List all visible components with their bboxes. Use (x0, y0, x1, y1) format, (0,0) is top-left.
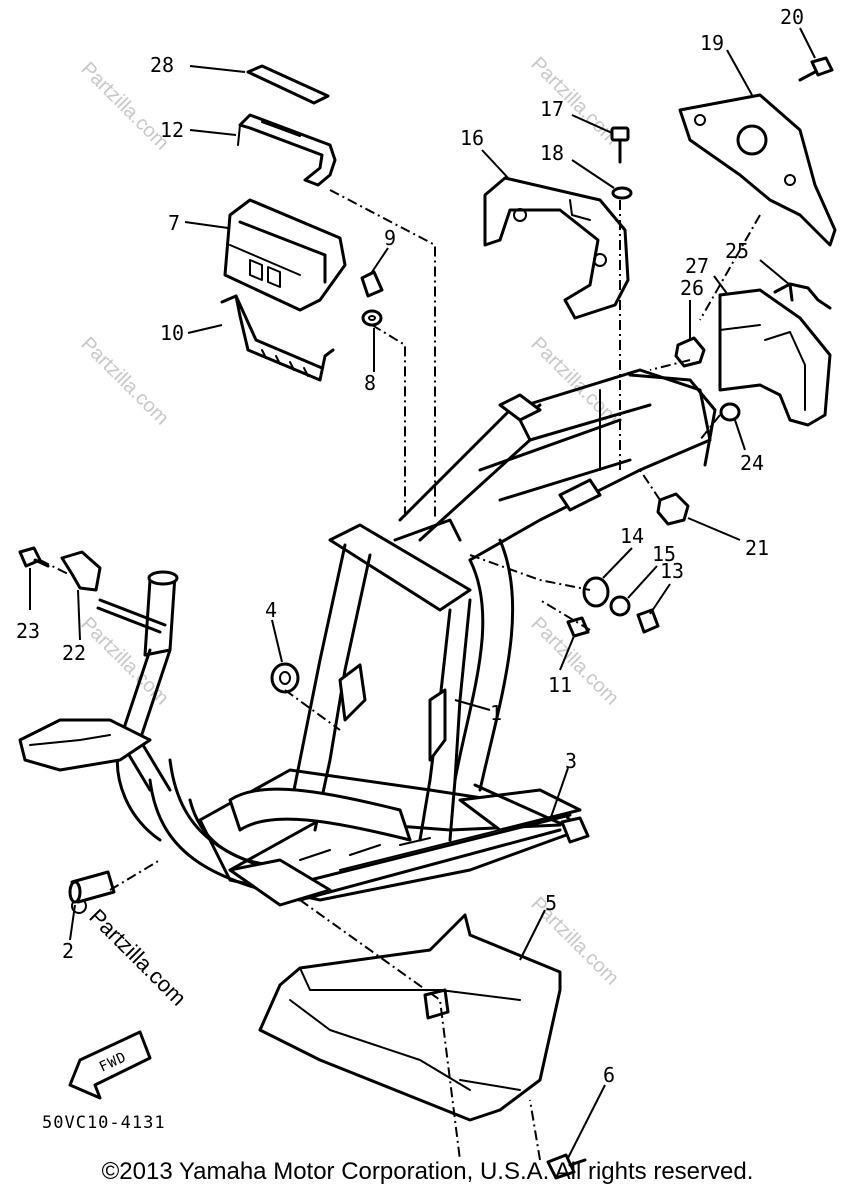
part-26-nut (674, 336, 706, 368)
label-19: 19 (700, 31, 724, 55)
drawing-code: 50VC10-4131 (42, 1113, 166, 1133)
part-25-bracket (773, 282, 832, 310)
part-23-bolt (18, 546, 50, 568)
label-9: 9 (384, 226, 396, 250)
part-15-washer (609, 595, 631, 617)
label-2: 2 (62, 939, 74, 963)
label-7: 7 (168, 211, 180, 235)
watermark-7: Partzilla.com (84, 904, 191, 1011)
label-22: 22 (62, 641, 86, 665)
part-22-bracket (60, 550, 102, 592)
forward-arrow: FWD (68, 1030, 152, 1100)
part-number-labels: 1 2 3 4 5 6 7 8 9 10 11 12 13 14 15 16 1… (16, 5, 804, 1087)
label-28: 28 (150, 53, 174, 77)
part-20-bolt (798, 56, 834, 82)
label-27: 27 (685, 254, 709, 278)
label-5: 5 (545, 891, 557, 915)
part-12-bracket (237, 113, 337, 187)
label-15: 15 (652, 542, 676, 566)
copyright-notice: ©2013 Yamaha Motor Corporation, U.S.A. A… (101, 1158, 754, 1185)
label-26: 26 (680, 276, 704, 300)
label-14: 14 (620, 524, 644, 548)
label-24: 24 (740, 451, 764, 475)
label-3: 3 (565, 749, 577, 773)
leader-lines (39, 189, 761, 1161)
label-11: 11 (548, 673, 572, 697)
label-18: 18 (540, 141, 564, 165)
part-24-collar (719, 402, 741, 422)
part-4-grommet (270, 662, 300, 694)
part-28-strip (246, 64, 330, 105)
part-17-bolt (610, 126, 630, 164)
part-1-main-frame (18, 368, 717, 907)
label-6: 6 (603, 1063, 615, 1087)
part-3-bolt (473, 783, 590, 844)
part-16-bracket (483, 176, 630, 320)
label-17: 17 (540, 97, 564, 121)
label-1: 1 (490, 701, 502, 725)
label-4: 4 (265, 598, 277, 622)
label-10: 10 (160, 321, 184, 345)
label-13: 13 (660, 559, 684, 583)
part-2-collar (68, 870, 116, 904)
part-14-rubber (582, 576, 610, 608)
part-13-bolt (636, 608, 660, 634)
label-25: 25 (725, 239, 749, 263)
part-11-bolt (566, 616, 590, 638)
part-10-strap (220, 294, 335, 382)
part-21-nut (656, 492, 690, 526)
part-27-cover (718, 288, 832, 427)
part-8-grommet (361, 309, 383, 327)
part-9-clip (360, 270, 384, 298)
label-8: 8 (364, 371, 376, 395)
part-19-bracket (678, 93, 837, 247)
label-12: 12 (160, 118, 184, 142)
callout-lines (29, 27, 816, 1159)
part-6-bolt (546, 1153, 587, 1180)
label-16: 16 (460, 126, 484, 150)
part-18-washer (611, 186, 633, 200)
label-21: 21 (745, 536, 769, 560)
label-23: 23 (16, 619, 40, 643)
label-20: 20 (780, 5, 804, 29)
watermark-3: Partzilla.com (76, 333, 173, 430)
part-5-under-cover (258, 913, 562, 1122)
part-7-battery-box (223, 198, 347, 312)
